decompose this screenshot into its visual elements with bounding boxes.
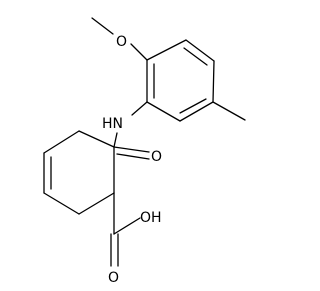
acid-oxygen-label: O bbox=[108, 270, 119, 286]
bond-ring-c5-c6 bbox=[146, 101, 181, 122]
bond-amide-c-o-double-2 bbox=[116, 153, 150, 160]
bond-acid-carbon-to-oh bbox=[113, 217, 141, 235]
bond-amide-c-o-double-1 bbox=[113, 146, 150, 153]
bond-ring-c3-c4 bbox=[212, 60, 215, 103]
bond-ring-c3-c3-inner bbox=[183, 47, 208, 66]
bond-methyl-to-methoxy-oxygen bbox=[91, 17, 114, 35]
bond-cyclo-c5-c6 bbox=[78, 192, 115, 215]
bond-ring-to-methyl bbox=[212, 101, 246, 121]
bond-ring-c4-c5-inner bbox=[179, 98, 207, 114]
bond-cyclo-c2-c3 bbox=[43, 130, 80, 154]
bond-ring-to-nh bbox=[131, 101, 148, 116]
acid-oh-label: OH bbox=[140, 210, 162, 226]
methoxy-oxygen-label: O bbox=[116, 34, 127, 50]
amide-nh-label: HN bbox=[102, 116, 123, 132]
bond-ring-c2-c3 bbox=[185, 39, 215, 62]
molecule-structure-diagram: O HN O OH O bbox=[43, 17, 246, 286]
amide-oxygen-label: O bbox=[151, 149, 162, 165]
bond-ring-c4-c5 bbox=[179, 101, 214, 122]
bond-cyclo-c1-c2 bbox=[78, 130, 115, 148]
bond-ring-c1-c2 bbox=[146, 39, 187, 61]
bond-methoxy-oxygen-to-ring bbox=[130, 43, 148, 61]
bond-nh-to-carbonyl bbox=[113, 132, 118, 148]
bond-cyclo-c4-c5 bbox=[43, 192, 80, 215]
